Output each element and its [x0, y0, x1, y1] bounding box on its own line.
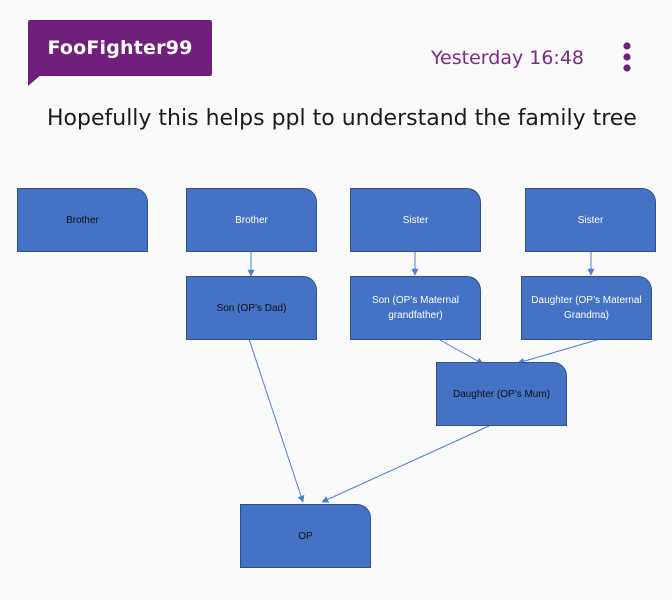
connector-grandfather-to-mum: [439, 339, 484, 365]
connector-dad-to-op: [248, 338, 305, 503]
tree-node-brother-2: Brother: [186, 188, 317, 252]
tree-node-son-grandfather: Son (OP’s Maternal grandfather): [350, 276, 481, 340]
badge-tail: [28, 74, 42, 86]
username-badge[interactable]: FooFighter99: [28, 20, 212, 76]
tree-node-daughter-mum: Daughter (OP’s Mum): [436, 362, 567, 426]
connector-mum-to-op: [321, 425, 490, 503]
connector-grandma-to-mum: [517, 338, 601, 365]
post-timestamp: Yesterday 16:48: [430, 47, 584, 69]
tree-node-son-dad: Son (OP’s Dad): [186, 276, 317, 340]
tree-node-daughter-grandma: Daughter (OP’s Maternal Grandma): [521, 276, 652, 340]
more-options-button[interactable]: [612, 38, 642, 76]
tree-node-op: OP: [240, 504, 371, 568]
more-vertical-icon: [623, 42, 631, 72]
username: FooFighter99: [47, 37, 193, 59]
tree-node-sister-1: Sister: [350, 188, 481, 252]
post-body-text: Hopefully this helps ppl to understand t…: [47, 106, 637, 131]
tree-node-brother-1: Brother: [17, 188, 148, 252]
tree-node-sister-2: Sister: [525, 188, 656, 252]
